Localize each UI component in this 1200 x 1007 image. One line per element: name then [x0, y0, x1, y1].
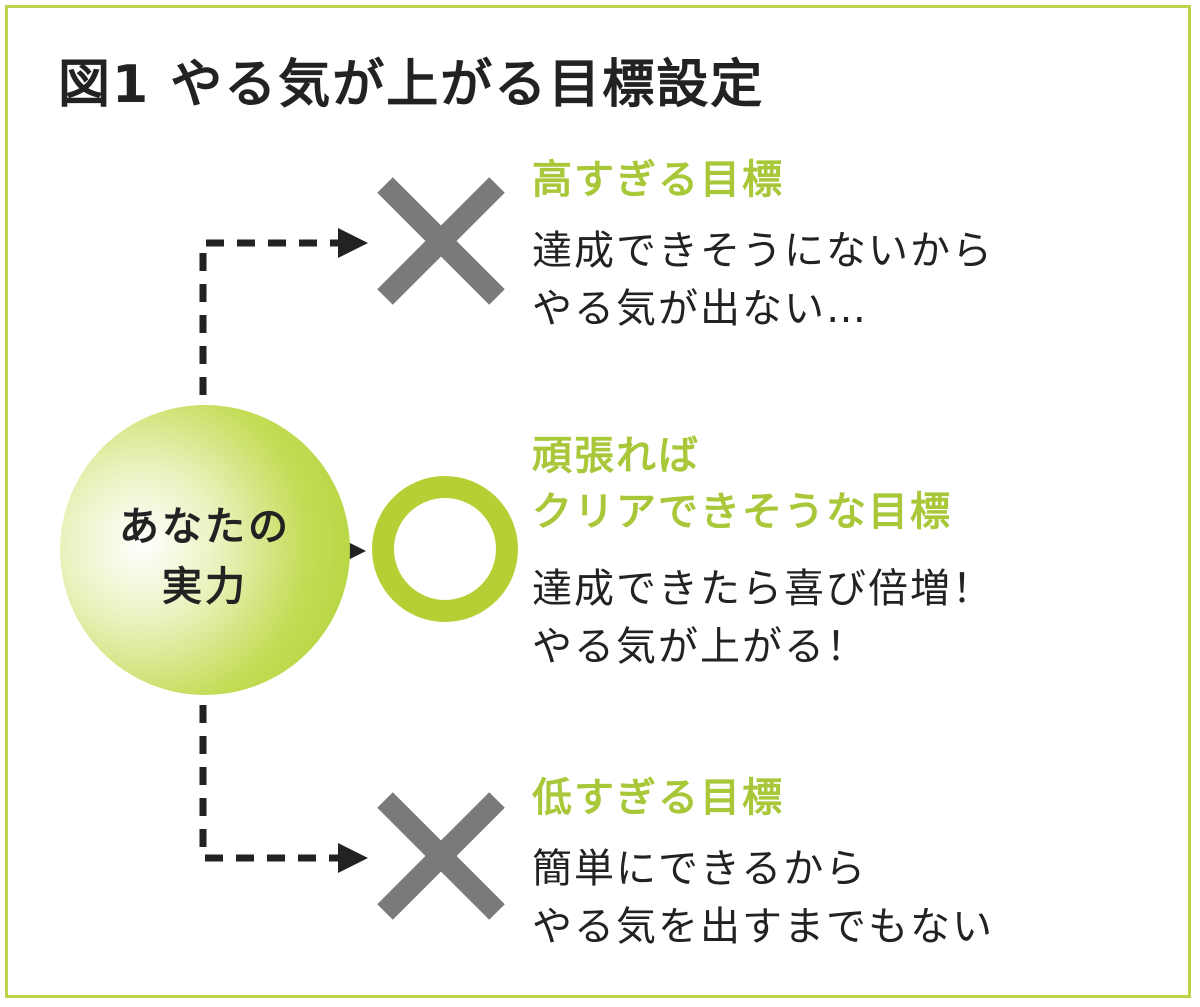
low-goal-heading: 低すぎる目標: [532, 775, 784, 821]
mid-goal-heading-line2: クリアできそうな目標: [532, 489, 952, 535]
mid-goal-line2: やる気が上がる！: [532, 624, 868, 670]
mid-goal-line1: 達成できたら喜び倍増！: [532, 566, 994, 612]
high-goal-line1: 達成できそうにないから: [532, 228, 994, 274]
ability-circle: [60, 405, 350, 695]
arrowhead-low: [338, 843, 368, 873]
low-goal-line2: やる気を出すまでもない: [532, 904, 994, 950]
cross-icon-low: [377, 792, 505, 920]
mid-goal-heading: 頑張れば クリアできそうな目標: [532, 428, 952, 540]
low-goal-line1: 簡単にできるから: [532, 846, 868, 892]
high-goal-line2: やる気が出ない…: [532, 286, 868, 332]
arrowhead-high: [338, 228, 368, 258]
connector-to-high: [199, 239, 340, 395]
connector-to-low: [199, 705, 340, 862]
ability-label-line1: あなたの: [119, 504, 291, 550]
high-goal-description: 達成できそうにないから やる気が出ない…: [532, 222, 994, 338]
figure-title: 図1 やる気が上がる目標設定: [58, 55, 765, 115]
high-goal-heading: 高すぎる目標: [532, 157, 784, 203]
ring-icon-mid: [372, 476, 518, 622]
ability-label: あなたの 実力: [60, 497, 350, 617]
low-goal-description: 簡単にできるから やる気を出すまでもない: [532, 840, 994, 956]
mid-goal-description: 達成できたら喜び倍増！ やる気が上がる！: [532, 560, 994, 676]
ability-label-line2: 実力: [162, 564, 248, 610]
mid-goal-heading-line1: 頑張れば: [532, 433, 700, 479]
cross-icon-high: [377, 177, 505, 305]
